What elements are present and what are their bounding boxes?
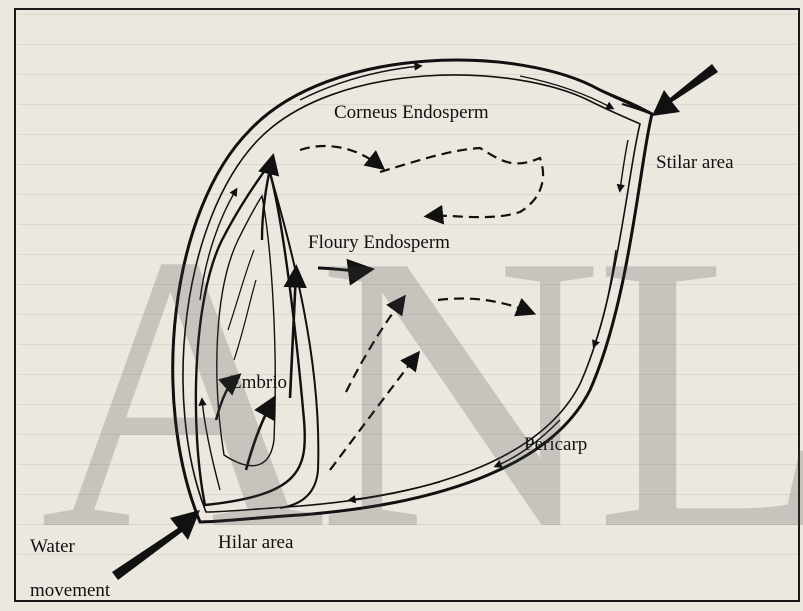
stilar-area-label: Stilar area: [656, 152, 734, 174]
water-arrow-icon: [112, 510, 200, 580]
corneus-endosperm-label: Corneus Endosperm: [334, 102, 489, 124]
flow-arrow: [318, 268, 366, 271]
floury-endosperm-label: Floury Endosperm: [308, 232, 450, 254]
hilar-area-label: Hilar area: [218, 532, 293, 554]
dashed-flow: [330, 356, 416, 470]
pericarp-flow-arrow: [520, 76, 612, 108]
stilar-arrow-icon: [652, 64, 718, 116]
water-label: Water: [30, 536, 75, 558]
pericarp-label: Pericarp: [524, 434, 587, 456]
embryo-axis: [228, 250, 256, 360]
pericarp-flow-arrow: [594, 250, 616, 346]
dashed-flow: [438, 299, 530, 313]
pericarp-flow-arrow: [620, 140, 628, 190]
movement-label: movement: [30, 580, 110, 602]
dashed-flow: [346, 300, 402, 392]
dashed-flow: [380, 148, 543, 217]
dashed-flow: [300, 146, 380, 166]
embrio-label: Embrio: [230, 372, 287, 394]
embryo-inner: [217, 196, 275, 466]
flow-arrow: [246, 402, 272, 470]
pericarp-flow-arrow: [200, 190, 236, 300]
